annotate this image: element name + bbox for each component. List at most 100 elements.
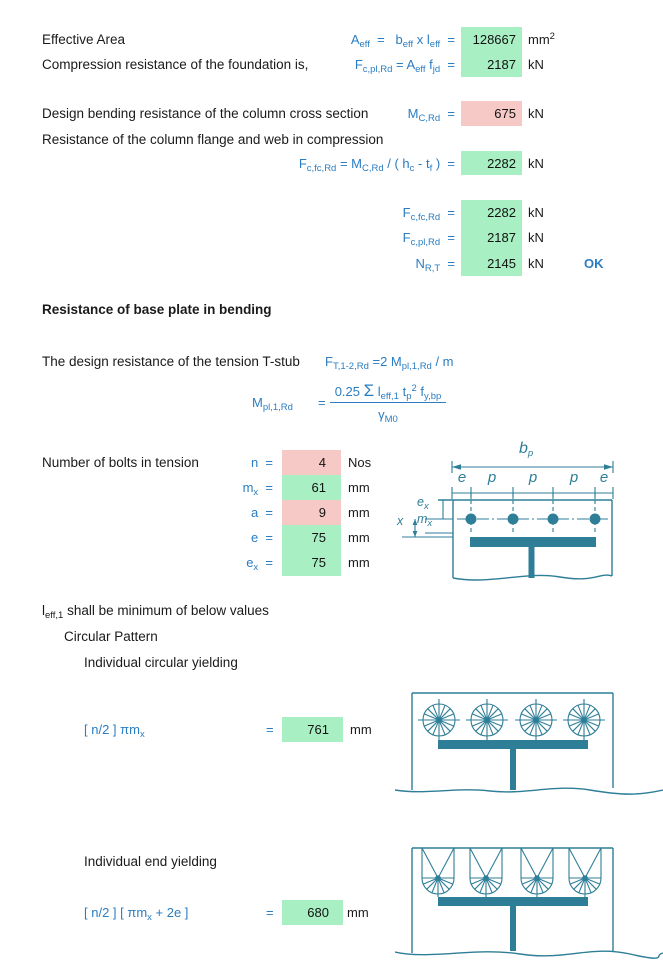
status-badge: OK	[584, 256, 604, 271]
effective-area-label: Effective Area	[42, 32, 126, 47]
plate-break-line	[452, 574, 613, 581]
n-symbol: n =	[250, 455, 273, 470]
pitch-label: p	[528, 469, 538, 486]
column-web	[510, 906, 516, 951]
bolt-icon	[589, 513, 601, 525]
column-web	[510, 749, 516, 790]
circular-equals: =	[266, 722, 274, 737]
end-unit: mm	[347, 905, 369, 920]
e-unit: mm	[348, 530, 370, 545]
aeff-formula: Aeff = beff x leff =	[350, 32, 455, 50]
circular-value-cell[interactable]	[282, 717, 343, 742]
a-unit: mm	[348, 505, 370, 520]
bp-dim-label: bp	[519, 440, 534, 459]
a-value-cell[interactable]	[282, 500, 341, 525]
mx-symbol: mx =	[242, 480, 273, 498]
section-header: Resistance of base plate in bending	[42, 302, 272, 317]
circular-value: 761	[307, 722, 329, 737]
ex-value: 75	[311, 555, 326, 570]
bolt-icon	[547, 513, 559, 525]
pitch-label: p	[569, 469, 579, 486]
base-plate-plan-diagram	[402, 461, 614, 581]
mx-value: 61	[311, 480, 326, 495]
a-value: 9	[318, 505, 326, 520]
fcfc-value: 2282	[487, 156, 516, 171]
end-yielding-diagram	[395, 847, 663, 959]
fcpl-unit: kN	[528, 57, 544, 72]
circular-formula: [ n/2 ] πmx	[84, 722, 145, 740]
mpl-numerator: 0.25 Σ leff,1 tp2 fy,bp	[334, 381, 442, 402]
bolts-label: Number of bolts in tension	[42, 455, 199, 470]
mcrd-value-cell[interactable]	[461, 101, 522, 126]
summary-fcfc-value: 2282	[487, 205, 516, 220]
circular-pattern-header: Circular Pattern	[64, 629, 158, 644]
end-value-cell[interactable]	[282, 900, 343, 925]
summary-fcfc-label: Fc,fc,Rd =	[402, 205, 455, 223]
fcpl-value: 2187	[487, 57, 516, 72]
column-flange	[438, 740, 588, 749]
end-equals: =	[266, 905, 274, 920]
end-yield-pattern	[469, 847, 503, 898]
fcpl-formula: Fc,pl,Rd = Aeff fjd =	[354, 57, 455, 75]
end-yield-pattern	[568, 847, 602, 898]
edge-dist-label: e	[599, 469, 609, 486]
compression-resistance-label: Compression resistance of the foundation…	[42, 57, 309, 72]
mpl-symbol: Mpl,1,Rd	[252, 395, 293, 413]
circular-yielding-diagram	[395, 692, 663, 795]
column-flange	[438, 897, 588, 906]
mx-unit: mm	[348, 480, 370, 495]
ex-value-cell[interactable]	[282, 550, 341, 576]
mcrd-value: 675	[494, 106, 516, 121]
summary-value-cell[interactable]	[461, 200, 522, 276]
mx-dim-label: mx	[417, 512, 433, 529]
mpl-equals: =	[318, 395, 326, 410]
fraction-bar	[330, 402, 446, 403]
summary-fcpl-unit: kN	[528, 230, 544, 245]
e-symbol: e =	[250, 530, 273, 545]
mcrd-formula: MC,Rd =	[407, 106, 455, 124]
dim-arrow-left	[452, 464, 461, 470]
summary-nrt-label: NR,T =	[415, 256, 455, 274]
x-dim-label: x	[397, 514, 404, 528]
end-yield-pattern	[421, 847, 455, 898]
tstub-label: The design resistance of the tension T-s…	[42, 354, 300, 369]
ex-symbol: ex =	[246, 555, 273, 573]
end-formula: [ n/2 ] [ πmx + 2e ]	[84, 905, 189, 923]
circular-yield-pattern	[417, 698, 461, 742]
bending-resistance-label: Design bending resistance of the column …	[42, 106, 369, 121]
mpl-denominator: γM0	[378, 407, 398, 425]
summary-fcpl-label: Fc,pl,Rd =	[402, 230, 455, 248]
end-yield-pattern	[520, 847, 554, 898]
plate-break-line	[395, 950, 663, 959]
bolt-icon	[507, 513, 519, 525]
circular-unit: mm	[350, 722, 372, 737]
circular-yield-pattern	[562, 698, 606, 742]
end-yielding-label: Individual end yielding	[84, 854, 217, 869]
summary-fcfc-unit: kN	[528, 205, 544, 220]
bolt-icon	[465, 513, 477, 525]
fcfc-unit: kN	[528, 156, 544, 171]
mcrd-unit: kN	[528, 106, 544, 121]
pitch-label: p	[487, 469, 497, 486]
plate-break-line	[395, 787, 663, 795]
fcfc-value-cell[interactable]	[461, 151, 522, 175]
circular-yield-pattern	[465, 698, 509, 742]
aeff-value: 128667	[472, 32, 516, 47]
edge-dist-label: e	[457, 469, 467, 486]
circular-yield-pattern	[514, 698, 558, 742]
n-value-cell[interactable]	[282, 450, 341, 475]
mx-value-cell[interactable]	[282, 475, 341, 500]
aeff-unit: mm2	[528, 31, 555, 47]
e-value-cell[interactable]	[282, 525, 341, 550]
x-dim-arrow-down	[412, 531, 418, 537]
fcfc-formula: Fc,fc,Rd = MC,Rd / ( hc - tf ) =	[298, 156, 455, 174]
n-value: 4	[318, 455, 326, 470]
tstub-formula: FT,1-2,Rd =2 Mpl,1,Rd / m	[325, 354, 454, 372]
summary-fcpl-value: 2187	[487, 230, 516, 245]
a-symbol: a =	[250, 505, 273, 520]
ex-unit: mm	[348, 555, 370, 570]
circular-yielding-label: Individual circular yielding	[84, 655, 238, 670]
x-dim-arrow-up	[412, 519, 418, 525]
aeff-fcpl-value-cell[interactable]	[461, 27, 522, 77]
summary-nrt-unit: kN	[528, 256, 544, 271]
